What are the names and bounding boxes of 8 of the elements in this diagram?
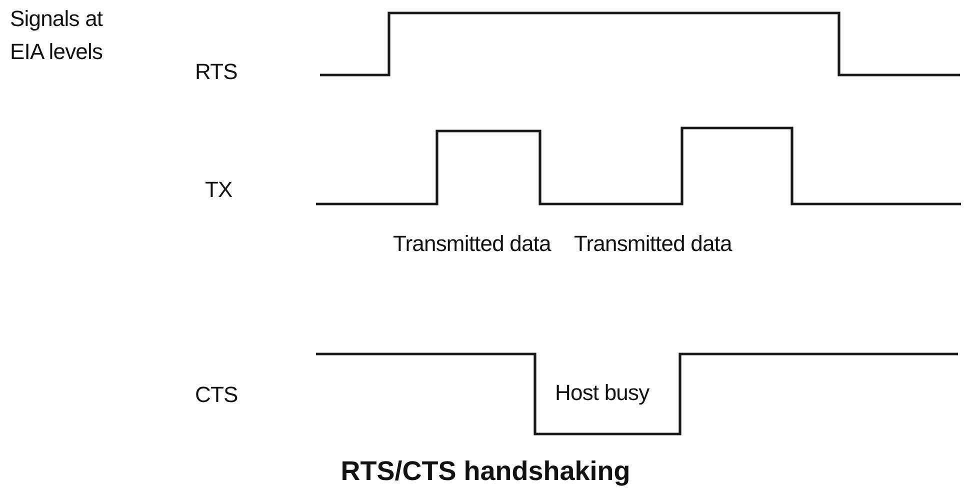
data-annotation: Transmitted data <box>574 231 732 257</box>
signal-name: RTS <box>195 59 238 85</box>
busy-annotation: Host busy <box>555 380 650 406</box>
signal-name: TX <box>205 177 232 203</box>
axis-note: Signals at EIA levels <box>10 5 104 66</box>
data-annotation: Transmitted data <box>393 231 551 257</box>
diagram-caption: RTS/CTS handshaking <box>340 456 630 486</box>
signal-name: CTS <box>195 382 238 408</box>
